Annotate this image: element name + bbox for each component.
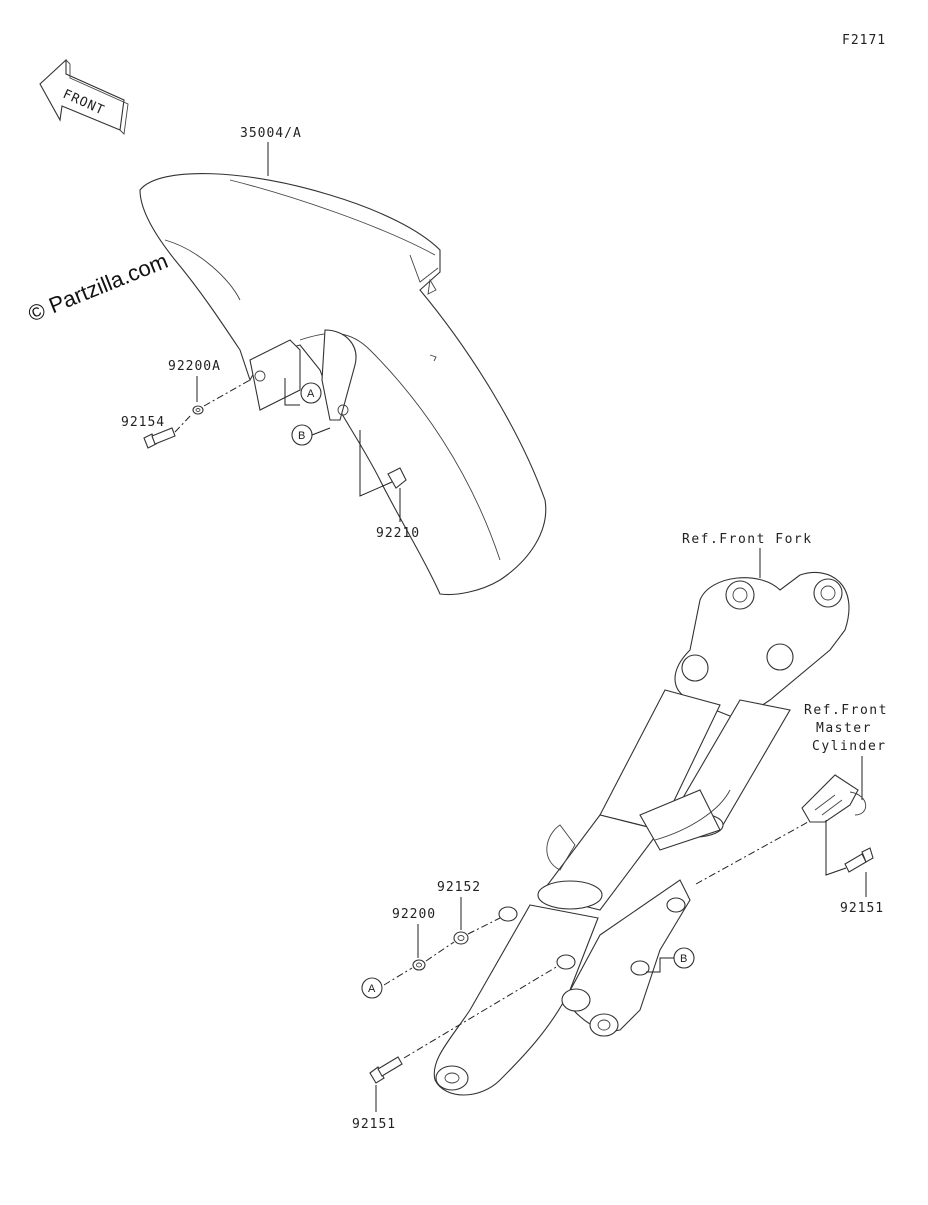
front-fork (433, 571, 850, 1096)
washer-92200 (412, 959, 426, 971)
collar-92152 (453, 931, 469, 945)
bolt-92154 (143, 427, 176, 449)
leader-line (646, 957, 674, 973)
centerline (383, 967, 413, 986)
callout-b-lower-label: B (680, 953, 687, 965)
bolt-92151-lower (369, 1056, 403, 1084)
centerline (425, 941, 455, 962)
part-label-92152: 92152 (437, 880, 481, 895)
washer-92200a (192, 405, 204, 415)
leader-line (284, 378, 300, 406)
part-label-92151-lower: 92151 (352, 1117, 396, 1132)
ref-master-cylinder-line1: Ref.Front (804, 703, 888, 718)
hose-clamp (801, 774, 867, 823)
clip-nut-92210 (387, 467, 407, 489)
leader-line (825, 820, 847, 876)
part-label-92151-right: 92151 (840, 901, 884, 916)
centerline (467, 917, 501, 935)
figure-code: F2171 (842, 33, 886, 48)
part-label-35004a: 35004/A (240, 126, 302, 141)
callout-a-lower-label: A (368, 983, 376, 995)
part-label-92200: 92200 (392, 907, 436, 922)
part-label-92210: 92210 (376, 526, 420, 541)
centerline (174, 413, 193, 433)
watermark: © Partzilla.com (25, 248, 172, 327)
callout-b-upper-label: B (298, 430, 305, 442)
centerline (203, 379, 251, 407)
callout-a-lower (361, 977, 383, 999)
leader-line (359, 430, 393, 497)
front-fender (139, 173, 547, 596)
front-arrow-icon: FRONT (39, 58, 129, 135)
callout-a-upper-label: A (307, 388, 315, 400)
bolt-92151-right (844, 847, 874, 873)
callout-a-upper (300, 382, 322, 404)
part-label-92200a: 92200A (168, 359, 221, 374)
ref-front-fork: Ref.Front Fork (682, 532, 813, 547)
leader-line (311, 427, 331, 436)
part-label-92154: 92154 (121, 415, 165, 430)
centerline (695, 821, 809, 885)
ref-master-cylinder-line2: Master (816, 721, 872, 736)
ref-master-cylinder-line3: Cylinder (812, 739, 887, 754)
